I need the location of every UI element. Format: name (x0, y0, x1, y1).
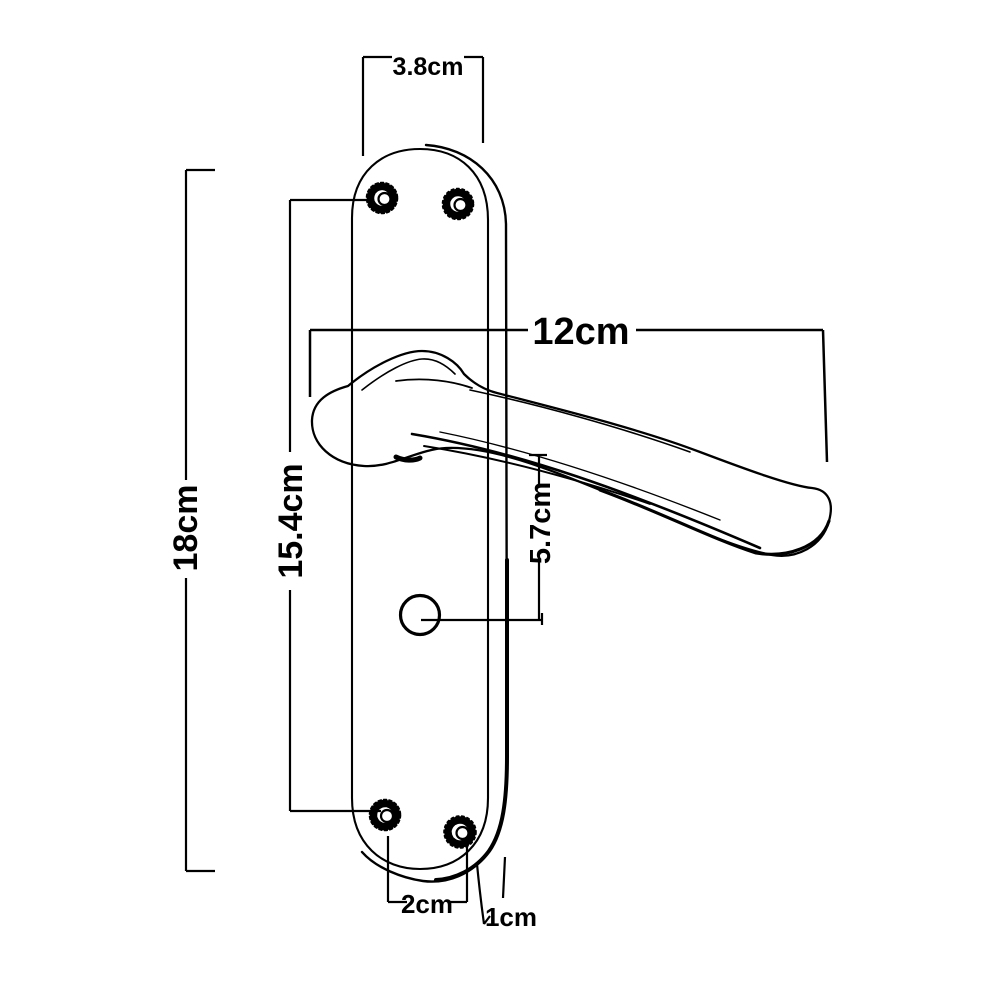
lever-sketch-crest-echo (361, 358, 456, 391)
dimension-turn-offset: 5.7cm (421, 453, 557, 625)
dim-label-fixing-centres: 15.4cm (272, 463, 310, 578)
dim-label-lever-length: 12cm (532, 311, 629, 353)
lever-sketch-top-echo (469, 389, 691, 453)
screw-body (442, 188, 474, 220)
dimension-lines (184, 168, 215, 873)
screw-outer-ring (443, 815, 477, 849)
screw-body (366, 182, 398, 214)
dimension-lines (288, 198, 381, 813)
screw-hole (455, 825, 470, 841)
backplate-side-edge-heavy (434, 558, 509, 882)
dimension-lines (421, 453, 547, 625)
screw-outer-ring (368, 798, 402, 832)
dimension-fixing-centres: 15.4cm (272, 198, 381, 813)
backplate (350, 143, 509, 883)
dim-label-screw-spacing: 2cm (401, 889, 453, 919)
dimension-screw-spacing: 2cm (386, 836, 469, 919)
dim-label-plate-thickness: 1cm (485, 902, 537, 932)
backplate-front-outline (350, 147, 490, 871)
lever-sketch-smudge (393, 454, 423, 463)
dimension-lines (386, 836, 469, 904)
thumbturn-sketch-echo (399, 609, 408, 630)
screw-top-right (441, 187, 475, 221)
screw-top-left (365, 181, 399, 215)
lever-sketch-bundle-1 (410, 432, 762, 550)
dimension-lines (308, 328, 829, 463)
lever-tip-heavy-bottom (598, 488, 831, 556)
dimension-plate-width: 3.8cm (361, 53, 485, 156)
lever-outline (310, 349, 832, 557)
screw-outer-ring (441, 187, 475, 221)
screw-bottom-left (368, 798, 402, 832)
screw-body (369, 799, 401, 831)
screw-hole (377, 191, 392, 207)
screw-bottom-right (443, 815, 477, 849)
dim-label-plate-width: 3.8cm (393, 53, 464, 81)
dimension-plate-thickness: 1cm (475, 856, 537, 932)
dimension-lines (361, 55, 485, 156)
lever-sketch-neck-top (395, 378, 473, 389)
dimension-overall-height: 18cm (167, 168, 215, 873)
screw-hole (379, 808, 395, 824)
dim-label-overall-height: 18cm (167, 485, 205, 572)
dim-label-turn-offset: 5.7cm (525, 482, 557, 564)
screw-hole (453, 197, 468, 213)
backplate-side-edge (360, 143, 509, 883)
thumbturn-hole (398, 593, 442, 637)
lever-handle (310, 349, 832, 557)
dimension-leader-lines (475, 856, 507, 925)
dimension-lever-length: 12cm (308, 311, 829, 463)
lever-sketch-bundle-3 (439, 431, 721, 521)
screw-outer-ring (365, 181, 399, 215)
screw-body (444, 816, 476, 848)
